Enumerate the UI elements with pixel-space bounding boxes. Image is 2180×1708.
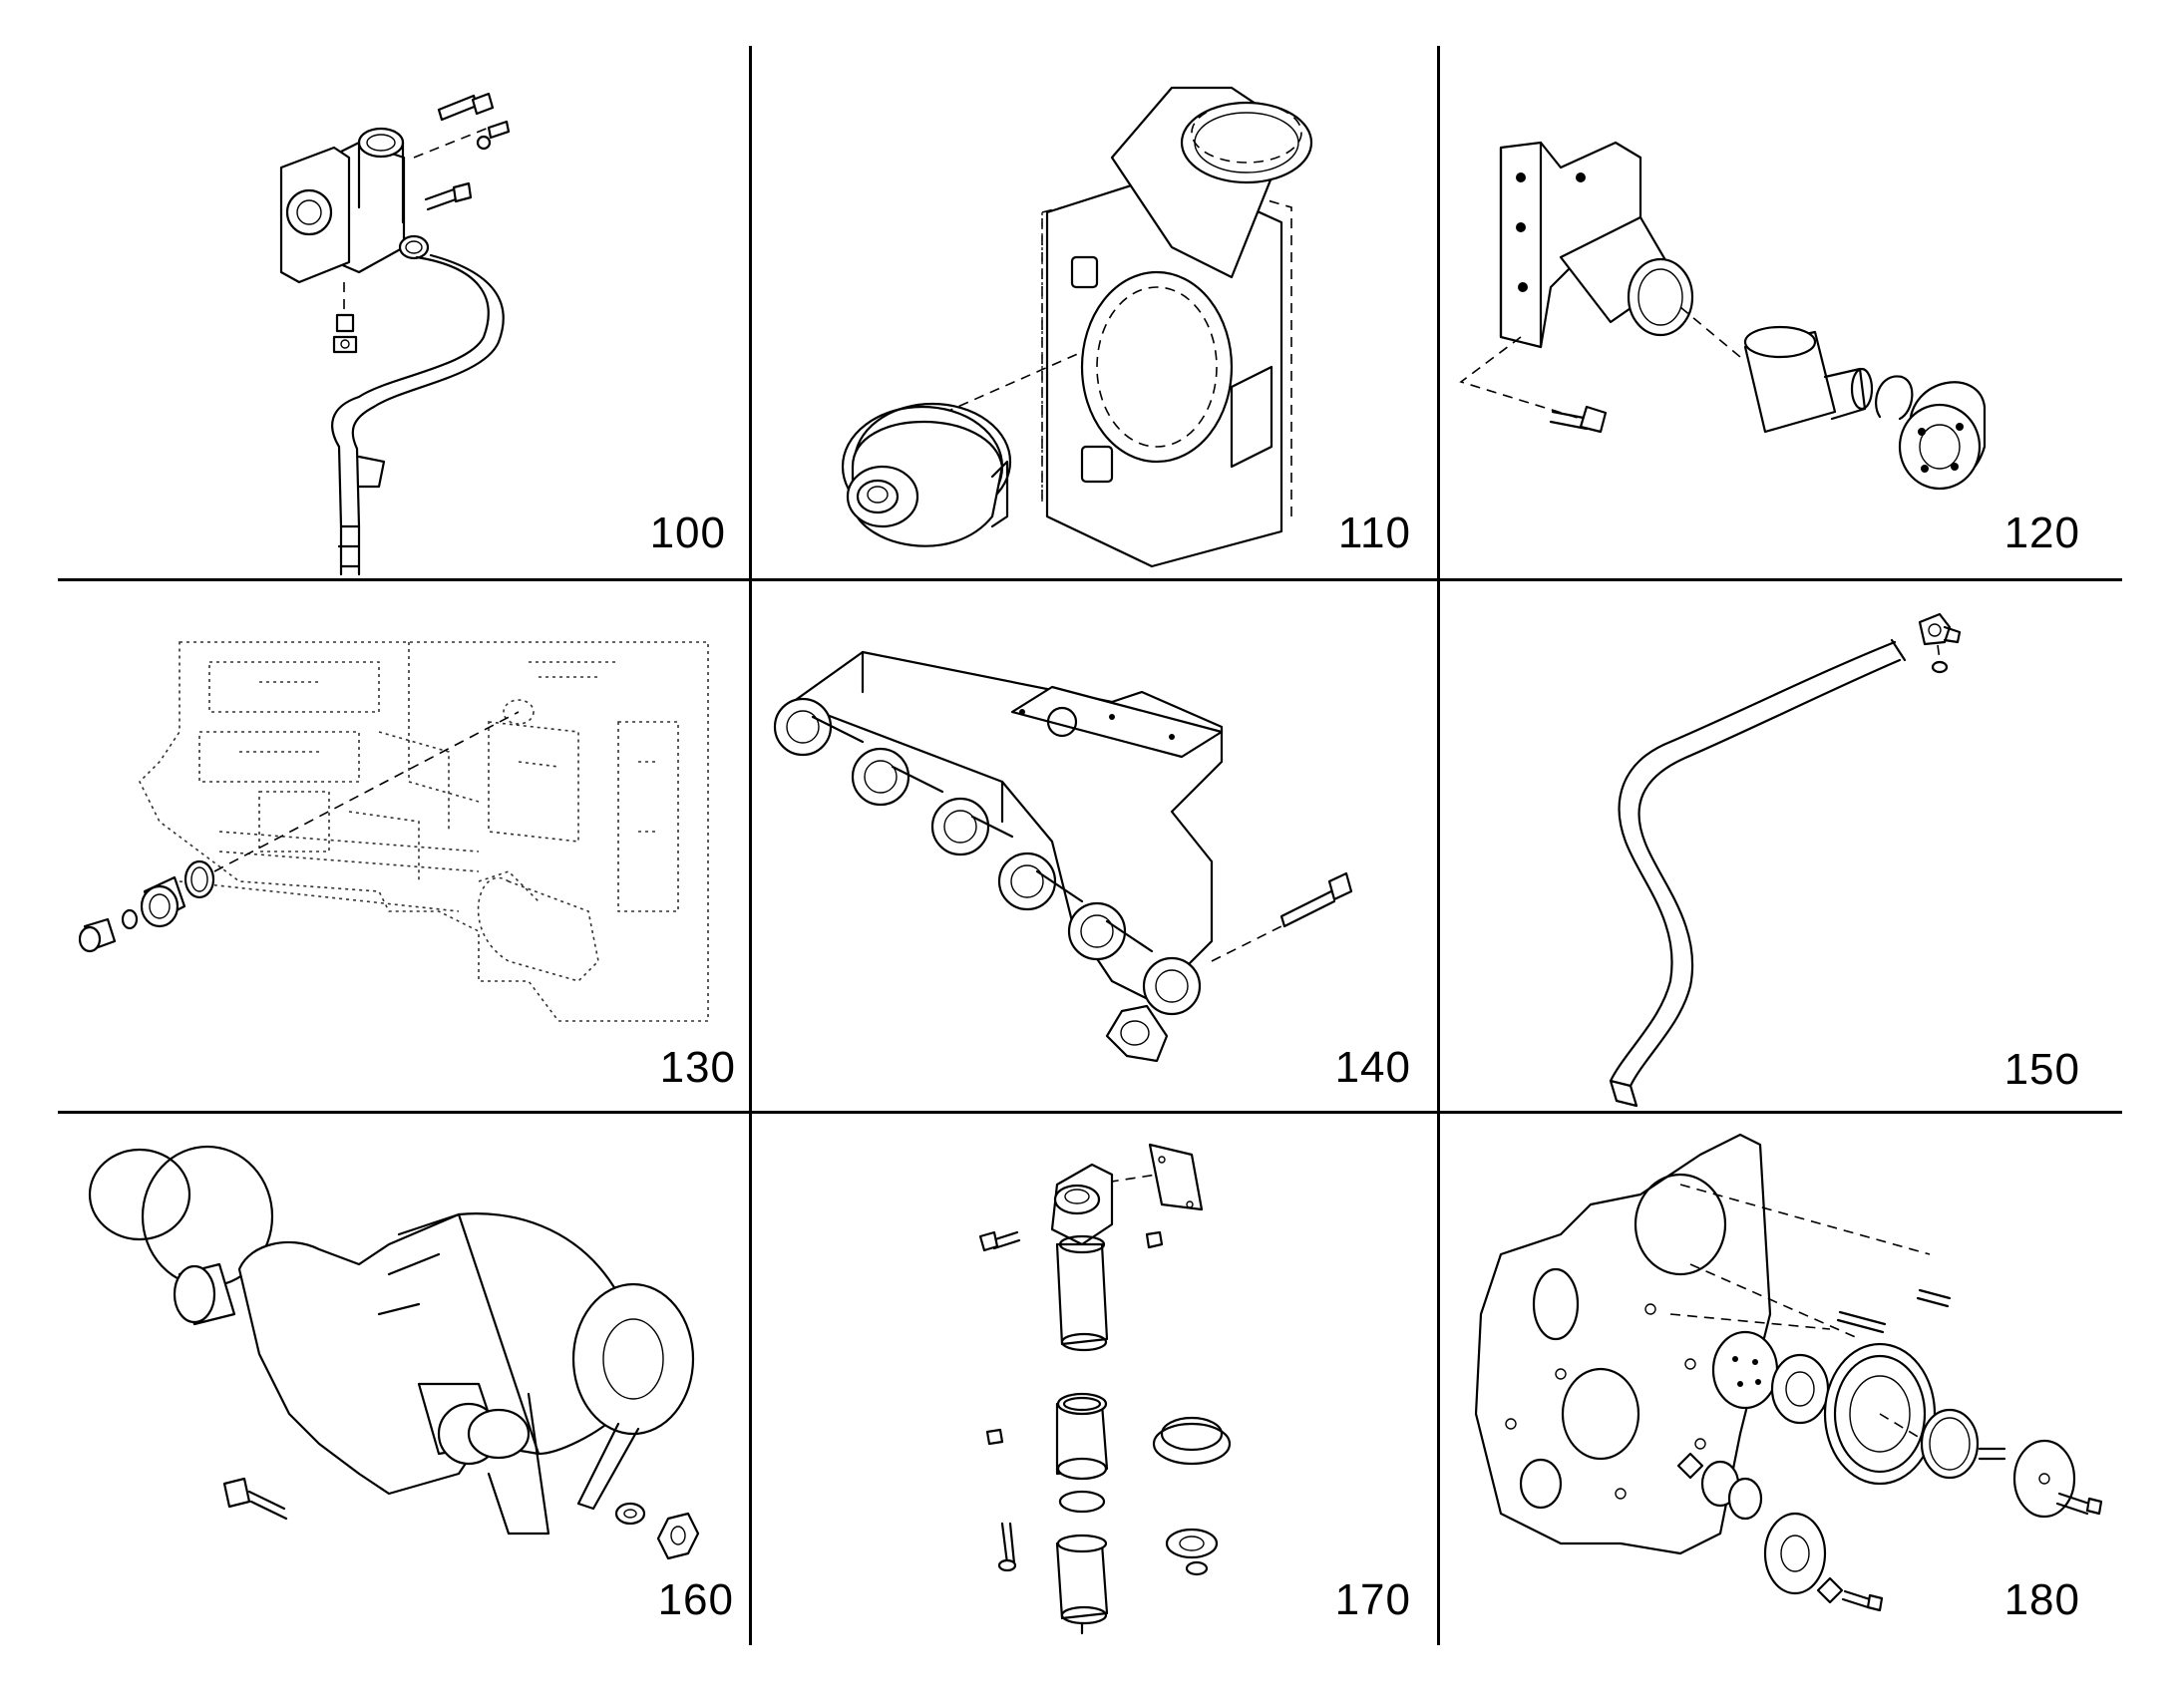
thermostat-housing-illustration — [841, 86, 1313, 568]
panel-number: 130 — [659, 1043, 736, 1092]
panel-120[interactable]: 120 — [1441, 48, 2120, 576]
exhaust-manifold-illustration — [773, 650, 1353, 1063]
starter-motor-illustration — [88, 1145, 700, 1560]
thermostat-housing-hose-illustration — [279, 92, 511, 576]
fan-hub-support-illustration — [1459, 141, 1987, 491]
panel-160[interactable]: 160 — [60, 1115, 746, 1645]
panel-110[interactable]: 110 — [753, 48, 1435, 576]
fuel-filter-illustration — [978, 1143, 1232, 1635]
panel-180[interactable]: 180 — [1441, 1115, 2120, 1645]
grid-divider-horizontal-1 — [58, 578, 2122, 581]
panel-number: 140 — [1334, 1043, 1411, 1092]
panel-number: 100 — [649, 509, 726, 557]
grid-divider-vertical-2 — [1437, 46, 1440, 1645]
grid-divider-vertical-1 — [749, 46, 752, 1645]
grid-divider-horizontal-2 — [58, 1111, 2122, 1114]
panel-number: 110 — [1337, 509, 1411, 557]
panel-130[interactable]: 130 — [60, 582, 746, 1109]
panel-number: 150 — [2003, 1045, 2080, 1094]
panel-number: 120 — [2003, 509, 2080, 557]
panel-number: 170 — [1334, 1575, 1411, 1624]
panel-140[interactable]: 140 — [753, 582, 1435, 1109]
panel-170[interactable]: 170 — [753, 1115, 1435, 1645]
timing-plate-gears-illustration — [1474, 1133, 2103, 1612]
hose-fitting-illustration — [1609, 612, 1962, 1108]
panel-number: 160 — [657, 1575, 734, 1624]
panel-150[interactable]: 150 — [1441, 582, 2120, 1109]
panel-number: 180 — [2003, 1575, 2080, 1624]
engine-block-plug-illustration — [78, 641, 709, 1022]
panel-100[interactable]: 100 — [60, 48, 746, 576]
